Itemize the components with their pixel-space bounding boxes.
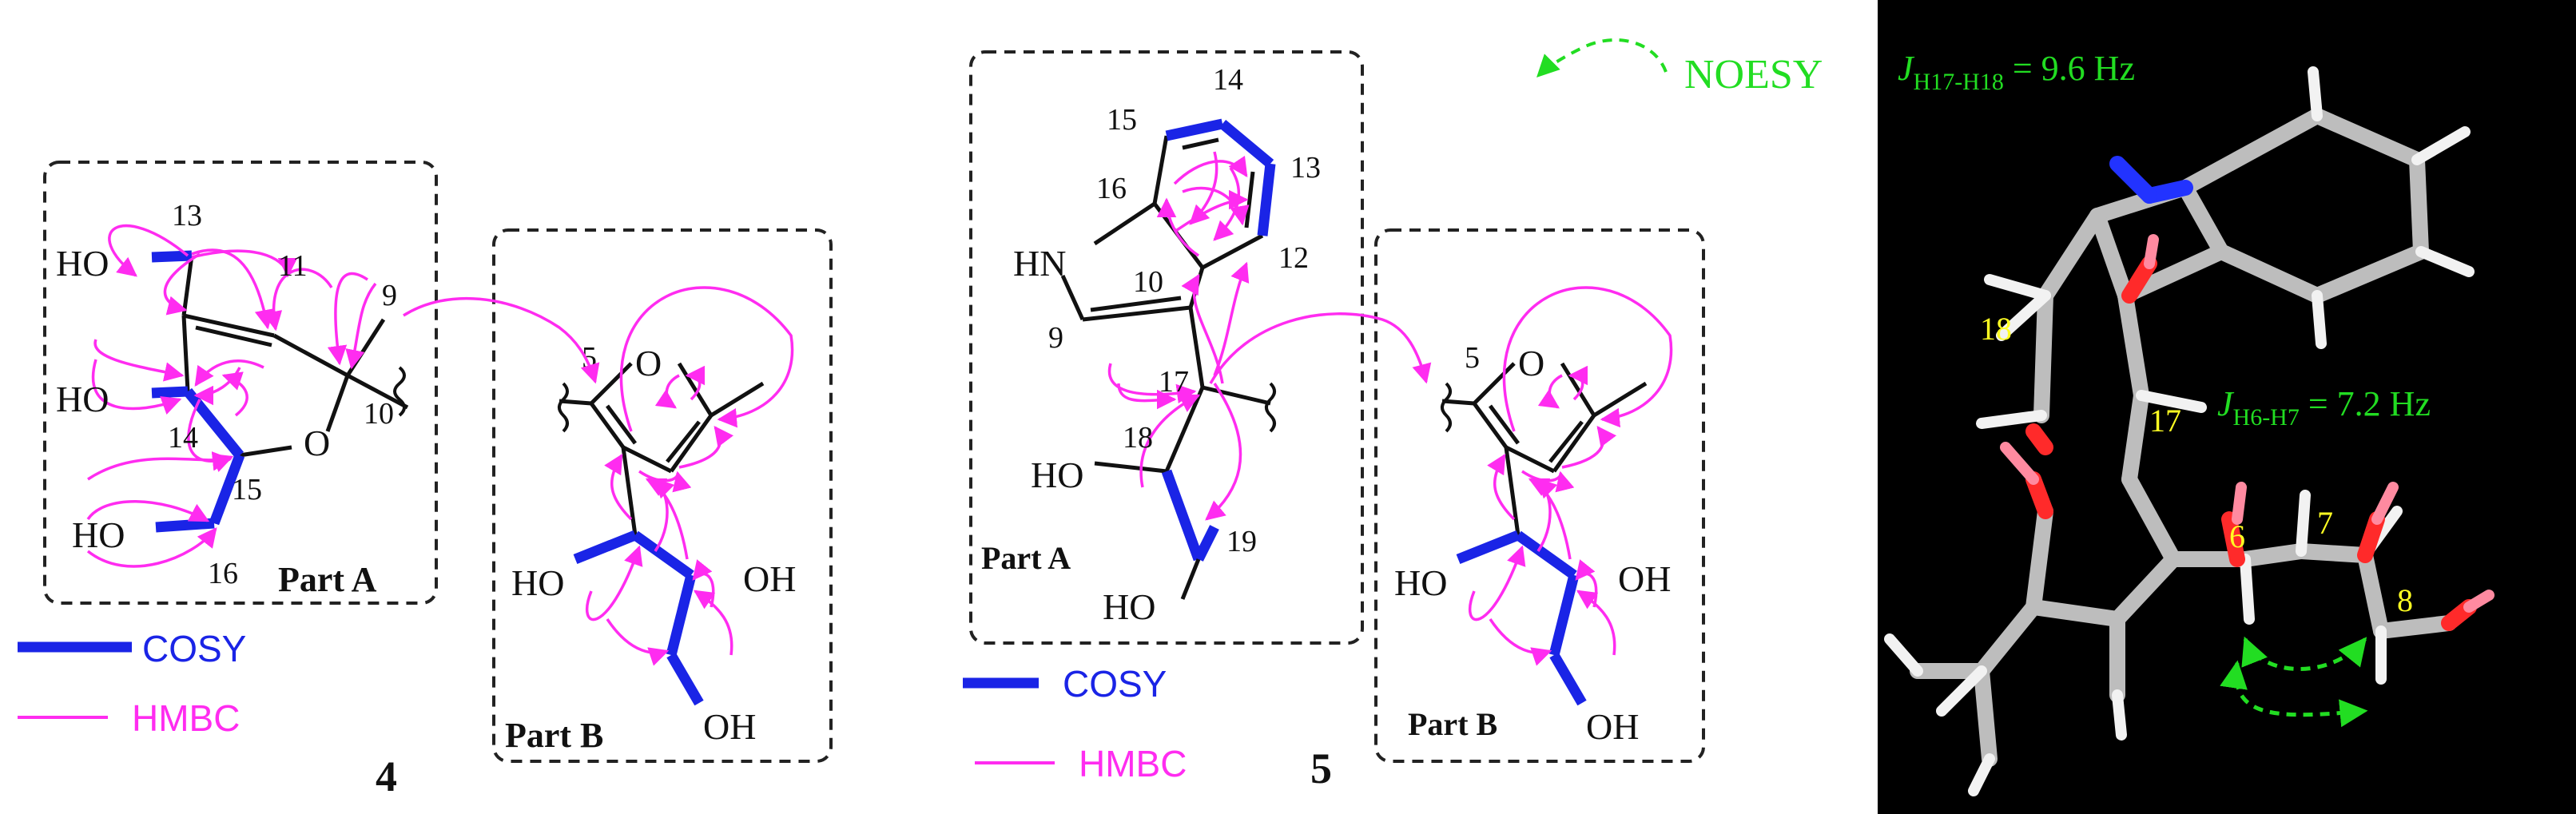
compound-5: HN HO HO 14 15 13 16 12 10 9 17 18 19 Pa…: [963, 50, 1705, 792]
label-16-4: 16: [208, 557, 238, 590]
oh-b3-5: OH: [1586, 706, 1639, 747]
label-12-5: 12: [1278, 241, 1309, 275]
hmbc-arrows-a-4: [86, 224, 377, 568]
ho-19-5: HO: [1103, 586, 1155, 627]
squiggle-5-4: [558, 382, 569, 433]
legend-hmbc-text-5: HMBC: [1079, 743, 1187, 784]
compound-number-4: 4: [376, 752, 397, 800]
hmbc-arrows-b-4: [585, 286, 794, 666]
part-b-box-4: [492, 228, 833, 763]
model-oh-hydrogens: [2000, 234, 2495, 613]
o-furan-5: O: [1518, 343, 1544, 383]
o-ring-4: O: [304, 423, 330, 463]
model-label-6: 6: [2229, 518, 2245, 554]
label-17-5: 17: [1159, 365, 1189, 399]
part-b-label-4: Part B: [505, 716, 603, 755]
label-9-5: 9: [1048, 321, 1063, 355]
compound-number-5: 5: [1310, 745, 1332, 792]
model-nitrogen: [2109, 156, 2193, 204]
label-16-5: 16: [1096, 172, 1127, 205]
furan-bonds-b-4: [559, 362, 765, 536]
ho-16-4: HO: [72, 514, 125, 555]
label-15-4: 15: [232, 473, 262, 506]
cosy-bonds-a-5: [1161, 118, 1276, 562]
o-furan-4: O: [635, 343, 662, 383]
label-10-4: 10: [364, 397, 394, 431]
j-coupling-h17-h18: JH17-H18 = 9.6 Hz: [1898, 49, 2135, 95]
ho-b1-4: HO: [511, 562, 564, 603]
ho-18-5: HO: [1031, 455, 1083, 495]
part-a-box-5: [969, 50, 1364, 645]
model-noesy-arrow-2: [2220, 660, 2368, 728]
model-panel: 18 17 6 7 8 JH17-H18 = 9.6 Hz JH6-H7 = 7…: [1878, 0, 2576, 814]
squiggle-5-5: [1441, 382, 1452, 433]
ho-14-4: HO: [56, 379, 109, 419]
label-10-5: 10: [1133, 265, 1163, 299]
ho-b1-5: HO: [1394, 562, 1447, 603]
furan-bonds-b-5: [1441, 362, 1648, 536]
oh-b2-4: OH: [743, 558, 796, 599]
part-a-label-4: Part A: [278, 560, 377, 599]
model-label-18: 18: [1980, 311, 2012, 347]
label-19-5: 19: [1226, 525, 1257, 558]
label-15-5: 15: [1107, 103, 1137, 137]
part-b-box-5: [1374, 228, 1705, 763]
compound-4: HO HO HO O 13 11 9 10 14 15 16 Part A: [18, 161, 833, 800]
hmbc-link-4: [403, 296, 600, 384]
label-13-4: 13: [172, 199, 202, 232]
part-a-label-5: Part A: [981, 540, 1071, 576]
model-label-7: 7: [2317, 505, 2333, 541]
model-label-8: 8: [2397, 582, 2413, 618]
model-noesy-arrow-1: [2241, 636, 2367, 671]
noesy-legend-text: NOESY: [1684, 52, 1823, 97]
hmbc-arrows-b-5: [1468, 286, 1673, 666]
legend-hmbc-text-4: HMBC: [132, 697, 240, 739]
label-14-5: 14: [1213, 63, 1243, 97]
noesy-legend-arrow: [1536, 38, 1668, 77]
legend-cosy-text-4: COSY: [142, 628, 246, 669]
label-14-4: 14: [168, 421, 198, 455]
squiggle-17-5: [1265, 382, 1276, 433]
squiggle-10-4: [393, 366, 406, 417]
cosy-bonds-b-5: [1456, 530, 1587, 706]
part-b-label-5: Part B: [1408, 706, 1497, 742]
j-coupling-h6-h7: JH6-H7 = 7.2 Hz: [2217, 384, 2431, 431]
ho-13-4: HO: [56, 243, 109, 284]
label-9-4: 9: [382, 279, 397, 312]
hn-5: HN: [1013, 243, 1066, 284]
noesy-legend: NOESY: [1536, 38, 1823, 97]
legend-cosy-text-5: COSY: [1063, 663, 1167, 705]
oh-b3-4: OH: [703, 706, 756, 747]
label-11-4: 11: [278, 249, 308, 283]
label-18-5: 18: [1123, 421, 1153, 455]
label-13-5: 13: [1290, 151, 1321, 185]
model-label-17: 17: [2149, 403, 2181, 439]
label-5-5: 5: [1465, 341, 1480, 375]
hmbc-arrows-a-5: [1107, 151, 1250, 521]
cosy-bonds-b-4: [573, 530, 704, 706]
oh-b2-5: OH: [1618, 558, 1671, 599]
hmbc-link-5: [1209, 312, 1432, 384]
part-a-box-4: [43, 161, 438, 605]
